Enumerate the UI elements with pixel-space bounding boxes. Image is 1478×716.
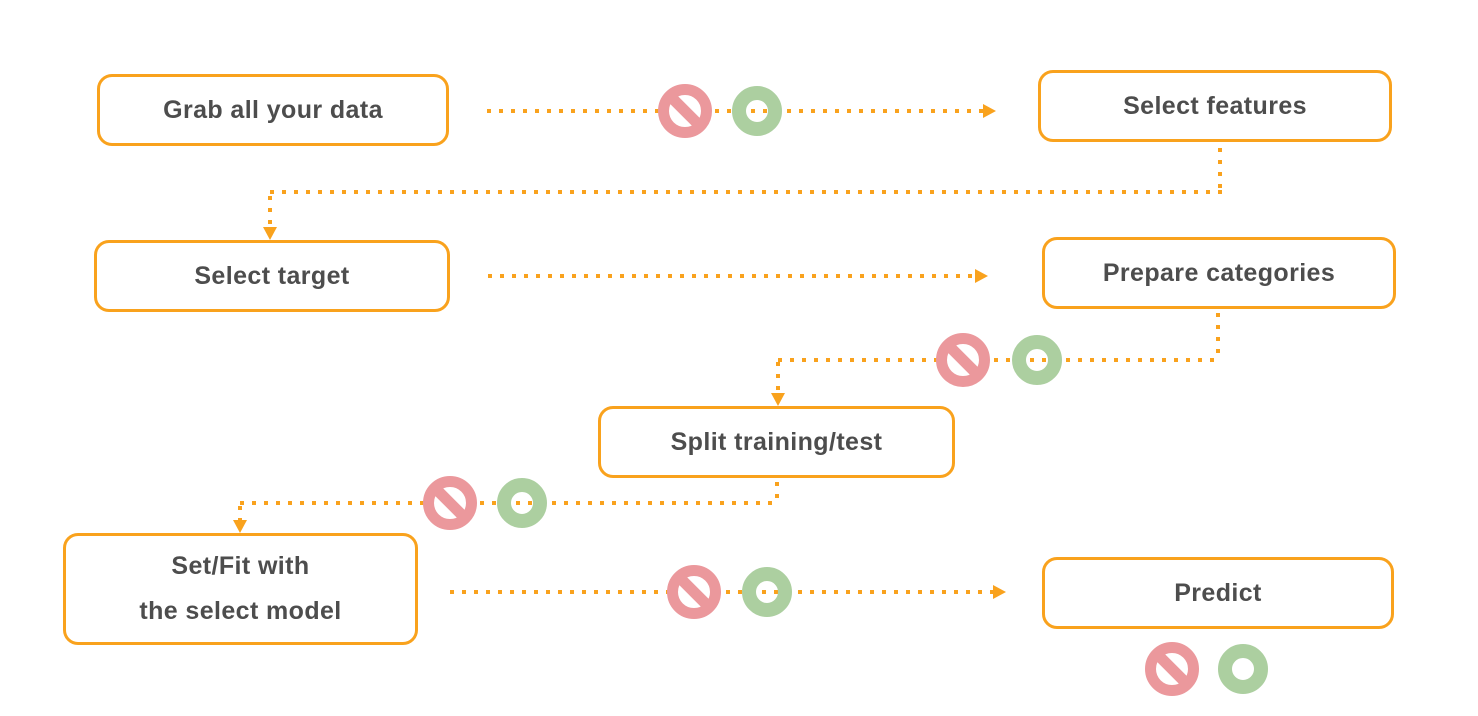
no-entry-icon bbox=[1145, 642, 1199, 696]
flow-node-label: Predict bbox=[1174, 578, 1262, 607]
edge-categories-to-split-line bbox=[1216, 313, 1220, 357]
flow-node-grab-data: Grab all your data bbox=[97, 74, 449, 146]
flow-node-predict: Predict bbox=[1042, 557, 1394, 629]
edge-split-to-setfit-line bbox=[238, 506, 242, 520]
ok-circle-icon bbox=[732, 86, 782, 136]
no-entry-icon bbox=[667, 565, 721, 619]
flow-node-label-line2: the select model bbox=[139, 597, 342, 625]
arrowhead-right-icon bbox=[983, 104, 996, 118]
edge-categories-to-split-line bbox=[778, 358, 1218, 362]
no-entry-icon bbox=[658, 84, 712, 138]
ok-circle-icon bbox=[1218, 644, 1268, 694]
flow-node-label-line1: Set/Fit with bbox=[171, 552, 310, 580]
flow-node-select-features: Select features bbox=[1038, 70, 1392, 142]
flow-node-label: Select target bbox=[194, 261, 350, 290]
flow-node-label: Select features bbox=[1123, 91, 1307, 120]
flow-node-split-training-test: Split training/test bbox=[598, 406, 955, 478]
edge-categories-to-split-line bbox=[776, 362, 780, 392]
flow-node-label: Split training/test bbox=[670, 427, 883, 456]
flow-node-label: Grab all your data bbox=[163, 95, 383, 124]
ok-circle-icon bbox=[1012, 335, 1062, 385]
flow-node-prepare-categories: Prepare categories bbox=[1042, 237, 1396, 309]
arrowhead-down-icon bbox=[771, 393, 785, 406]
edge-features-to-target-line bbox=[268, 196, 272, 226]
edge-split-to-setfit-line bbox=[775, 482, 779, 500]
arrowhead-down-icon bbox=[233, 520, 247, 533]
flow-node-set-fit-model: Set/Fit with the select model bbox=[63, 533, 418, 645]
arrowhead-right-icon bbox=[975, 269, 988, 283]
edge-setfit-to-predict-line bbox=[450, 590, 993, 594]
ok-circle-icon bbox=[742, 567, 792, 617]
ok-circle-icon bbox=[497, 478, 547, 528]
edge-target-to-categories-line bbox=[488, 274, 975, 278]
arrowhead-down-icon bbox=[263, 227, 277, 240]
no-entry-icon bbox=[423, 476, 477, 530]
no-entry-icon bbox=[936, 333, 990, 387]
edge-features-to-target-line bbox=[1218, 148, 1222, 190]
flow-node-label: Prepare categories bbox=[1102, 258, 1336, 287]
arrowhead-right-icon bbox=[993, 585, 1006, 599]
edge-features-to-target-line bbox=[270, 190, 1222, 194]
flow-node-select-target: Select target bbox=[94, 240, 450, 312]
